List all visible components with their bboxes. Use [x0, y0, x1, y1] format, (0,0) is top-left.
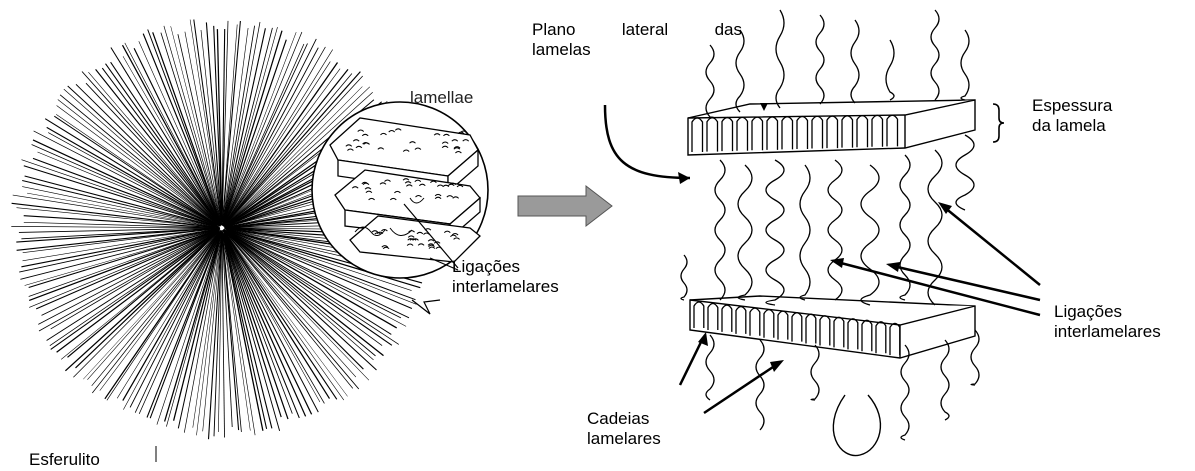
tie-chain [861, 165, 879, 305]
right-ties-arrowheads [830, 202, 952, 272]
tie-chain [811, 345, 819, 400]
spherulite-fibril [76, 233, 217, 368]
spherulite-fibril [174, 232, 221, 421]
lower-lamella [690, 296, 975, 358]
plane-arrow-head [678, 172, 690, 184]
tie-chain [961, 30, 969, 100]
right-ties-label: Ligações interlamelares [1054, 302, 1161, 342]
lamellae-label: lamellae [410, 88, 473, 108]
spherulite-fibril [125, 43, 219, 222]
spherulite-fibril [45, 119, 216, 225]
tie-chain [828, 160, 842, 300]
tie-chain [715, 160, 725, 300]
upper-lamella [688, 100, 975, 155]
bottom-loop [833, 395, 880, 456]
tie-chain [756, 340, 764, 430]
tie-chain [931, 10, 939, 100]
tie-chains [681, 10, 979, 440]
plane-arrow [605, 105, 690, 178]
spherulite-fibril [51, 232, 217, 350]
tie-chain [776, 10, 784, 108]
spherulite-fibril [224, 231, 358, 389]
tie-chain [901, 345, 909, 440]
thickness-label: Espessura da lamela [1032, 96, 1112, 136]
spherulite-fibril [57, 230, 219, 352]
lateral-plane-label: Plano lateral das lamelas [532, 20, 742, 60]
tie-chain [886, 40, 894, 100]
tie-chain [738, 165, 752, 300]
spherulite-fibril [134, 48, 219, 222]
tie-chain [800, 165, 810, 300]
tie-chain [766, 160, 784, 305]
left-ties-label: Ligações interlamelares [452, 257, 559, 297]
spherulite-fibril [130, 233, 220, 408]
tie-chain [956, 135, 974, 210]
tie-chain [851, 20, 859, 103]
spherulite-fibril [21, 228, 220, 266]
transition-arrow [518, 186, 612, 226]
tie-chain [971, 330, 979, 385]
tie-chain [816, 15, 824, 104]
tie-chain [681, 255, 687, 300]
spherulite-fibril [106, 64, 218, 222]
thickness-brace [993, 104, 1004, 142]
tie-chain [941, 340, 949, 420]
tie-chain [928, 150, 942, 305]
zigzag-mark [412, 300, 440, 314]
lamellae-inset [312, 102, 488, 278]
spherulite-fibril [123, 234, 219, 401]
chains-arrows [680, 340, 776, 413]
lamellar-chains-label: Cadeias lamelares [587, 409, 661, 449]
spherulite-label: Esferulito [29, 450, 100, 470]
